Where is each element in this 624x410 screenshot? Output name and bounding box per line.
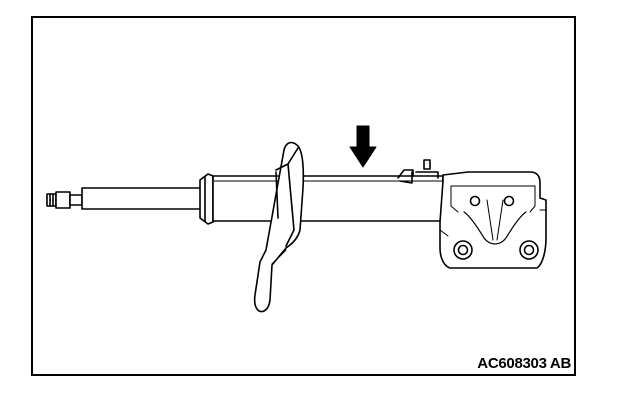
- figure-code: AC608303 AB: [477, 355, 571, 372]
- piston-rod-tip: [46, 191, 83, 209]
- spring-seat: [253, 141, 305, 313]
- knuckle-bracket: [439, 171, 547, 269]
- down-arrow-icon: [349, 125, 377, 168]
- piston-rod: [81, 187, 203, 210]
- brake-hose-bracket: [397, 159, 439, 184]
- rod-collar: [199, 173, 214, 225]
